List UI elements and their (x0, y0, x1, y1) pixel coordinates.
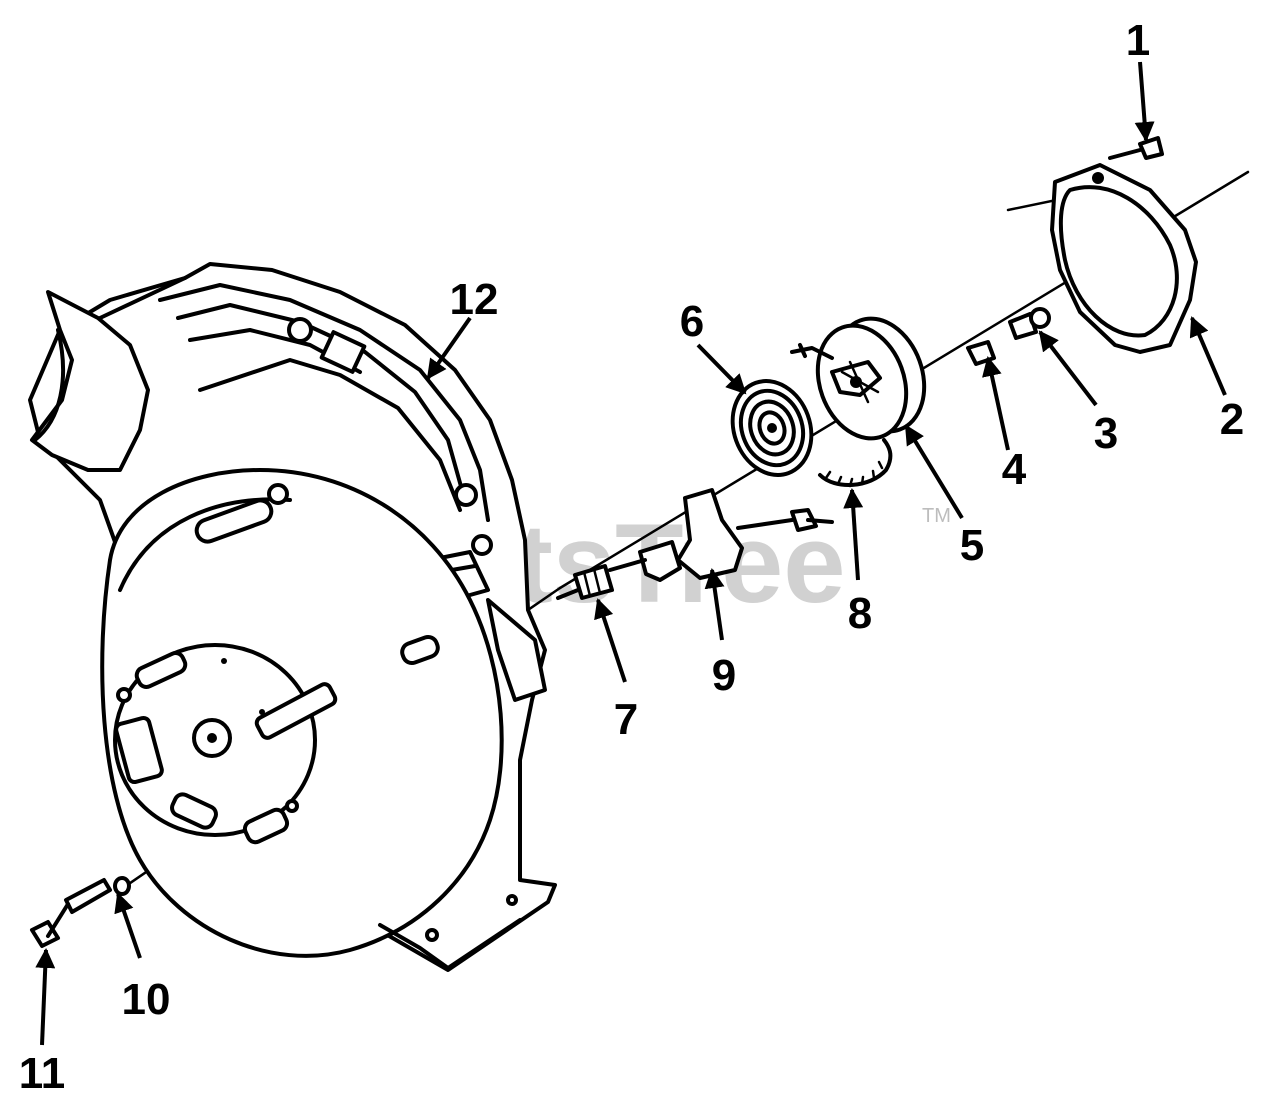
mounting-washer (113, 876, 131, 896)
callout-5: 5 (960, 521, 984, 570)
retainer-screw (1108, 136, 1164, 160)
callout-7: 7 (614, 695, 638, 744)
watermark-trademark: TM (922, 505, 951, 527)
callout-9: 9 (712, 651, 736, 700)
blower-housing (28, 262, 557, 972)
callout-6: 6 (680, 297, 704, 346)
callout-labels: 1 2 3 4 5 6 7 8 9 10 11 12 (19, 16, 1245, 1098)
callout-10: 10 (122, 975, 171, 1024)
rewind-pulley (790, 316, 927, 441)
callout-4: 4 (1002, 445, 1027, 494)
callout-11: 11 (19, 1049, 66, 1098)
callout-3: 3 (1094, 409, 1118, 458)
leader-lines (35, 61, 1227, 1046)
recoil-spring (730, 379, 814, 477)
mounting-bolt (30, 878, 112, 948)
callout-12: 12 (450, 275, 499, 324)
starter-rope (818, 438, 893, 488)
callout-1: 1 (1126, 16, 1150, 65)
callout-2: 2 (1220, 395, 1244, 444)
rope-bushing (556, 564, 614, 600)
starter-handle (608, 488, 834, 582)
center-screw (1008, 307, 1051, 340)
callout-8: 8 (848, 589, 872, 638)
starter-retainer-plate (1050, 163, 1198, 354)
